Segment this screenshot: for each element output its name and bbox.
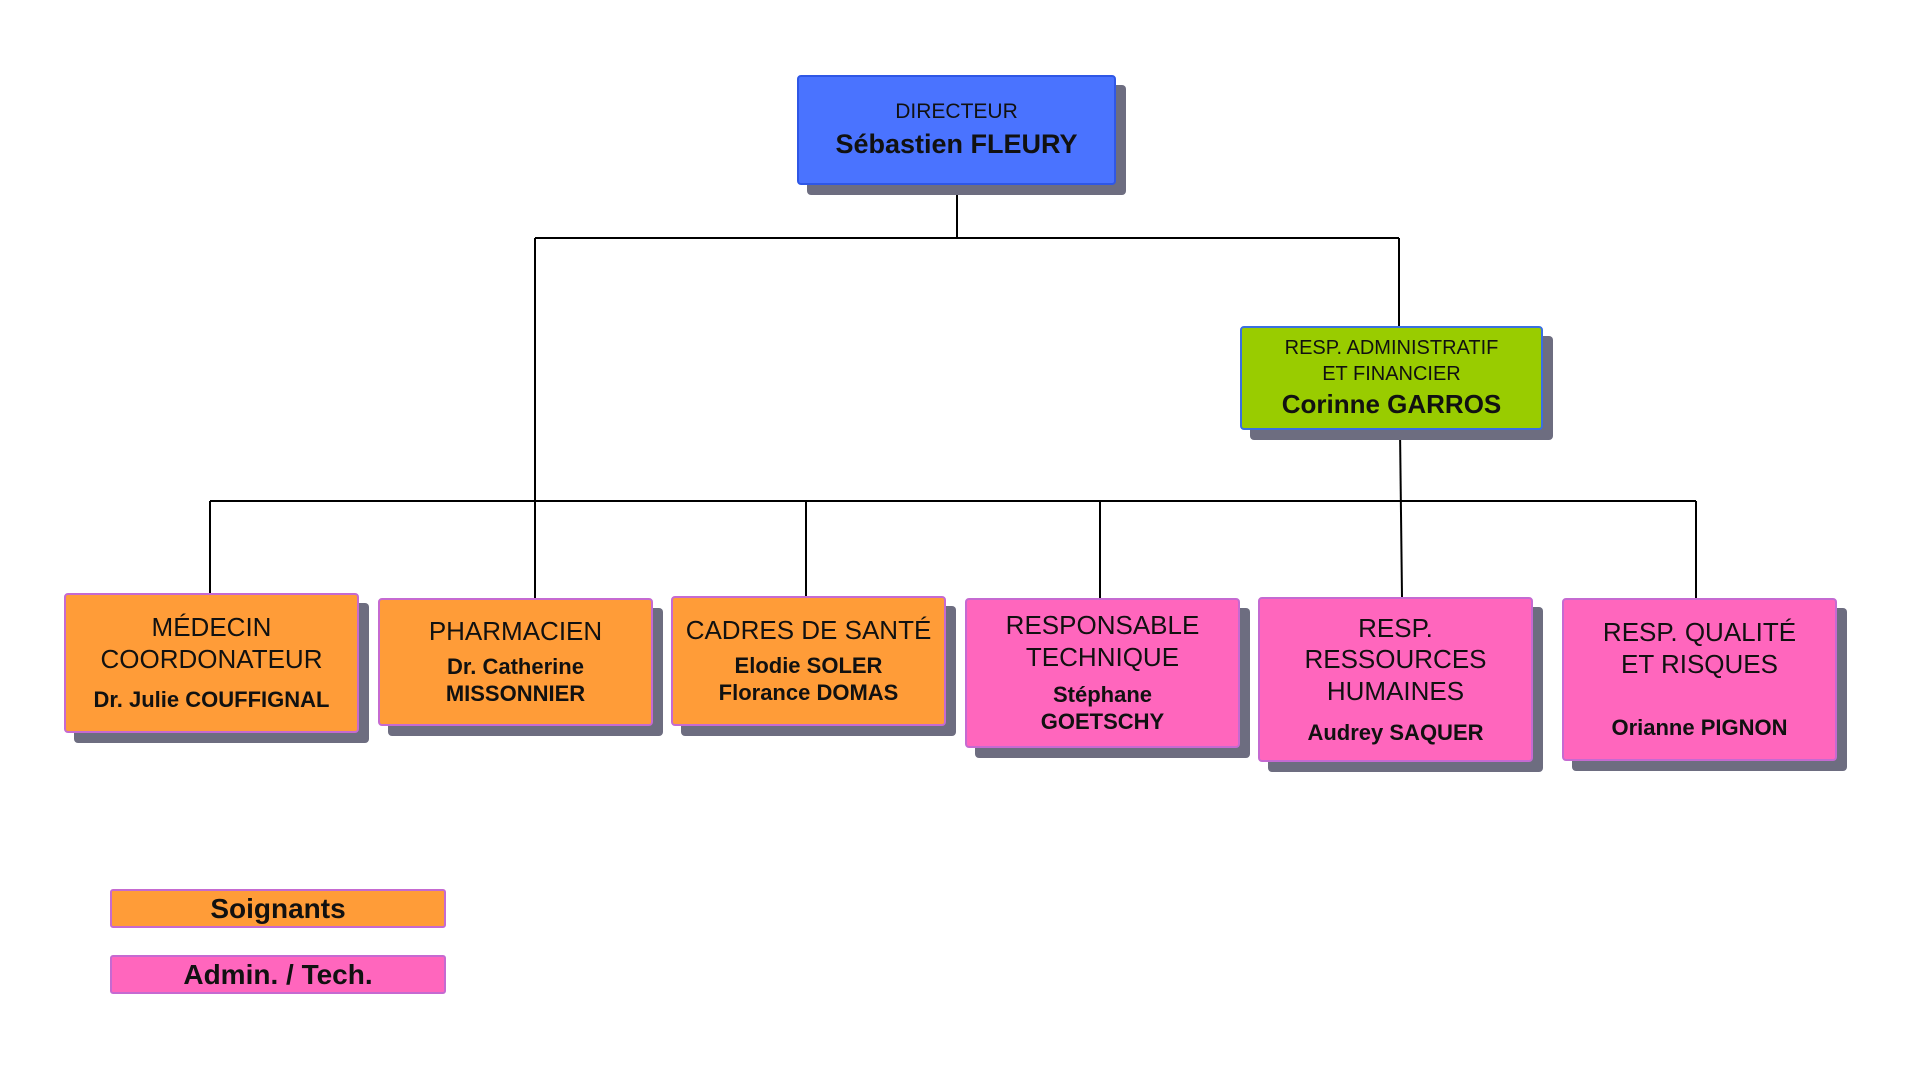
admin-finance-role: RESP. ADMINISTRATIF ET FINANCIER [1284, 337, 1499, 386]
rh-role: RESP. RESSOURCES HUMAINES [1304, 612, 1487, 706]
medecin-name: Dr. Julie COUFFIGNAL [93, 687, 330, 713]
pharmacien-box: PHARMACIEN Dr. Catherine MISSONNIER [378, 598, 653, 726]
cadres-role: CADRES DE SANTÉ [685, 615, 932, 646]
qualite-name: Orianne PIGNON [1611, 714, 1788, 740]
technique-role: RESPONSABLE TECHNIQUE [1005, 610, 1200, 673]
legend-soignants: Soignants [110, 889, 446, 928]
ressources-humaines-box: RESP. RESSOURCES HUMAINES Audrey SAQUER [1258, 597, 1533, 762]
director-role: DIRECTEUR [895, 99, 1018, 123]
connector-daf-down [1399, 429, 1403, 598]
admin-finance-box: RESP. ADMINISTRATIF ET FINANCIER Corinne… [1240, 326, 1543, 430]
technique-name: Stéphane GOETSCHY [1040, 681, 1165, 734]
qualite-risques-box: RESP. QUALITÉ ET RISQUES Orianne PIGNON [1562, 598, 1837, 761]
legend-admin-tech: Admin. / Tech. [110, 955, 446, 994]
qualite-role: RESP. QUALITÉ ET RISQUES [1602, 617, 1797, 680]
pharmacien-name: Dr. Catherine MISSONNIER [445, 654, 586, 706]
legend-soignants-label: Soignants [210, 892, 346, 924]
legend-admin-tech-label: Admin. / Tech. [183, 958, 373, 990]
medecin-role: MÉDECIN COORDONATEUR [100, 611, 323, 674]
medecin-coordonateur-box: MÉDECIN COORDONATEUR Dr. Julie COUFFIGNA… [64, 593, 359, 733]
director-box: DIRECTEUR Sébastien FLEURY [797, 75, 1116, 185]
director-name: Sébastien FLEURY [835, 129, 1078, 160]
cadres-de-sante-box: CADRES DE SANTÉ Elodie SOLER Florance DO… [671, 596, 946, 726]
admin-finance-name: Corinne GARROS [1281, 389, 1502, 420]
rh-name: Audrey SAQUER [1307, 719, 1484, 745]
responsable-technique-box: RESPONSABLE TECHNIQUE Stéphane GOETSCHY [965, 598, 1240, 748]
pharmacien-role: PHARMACIEN [428, 616, 603, 647]
cadres-names: Elodie SOLER Florance DOMAS [718, 653, 899, 705]
